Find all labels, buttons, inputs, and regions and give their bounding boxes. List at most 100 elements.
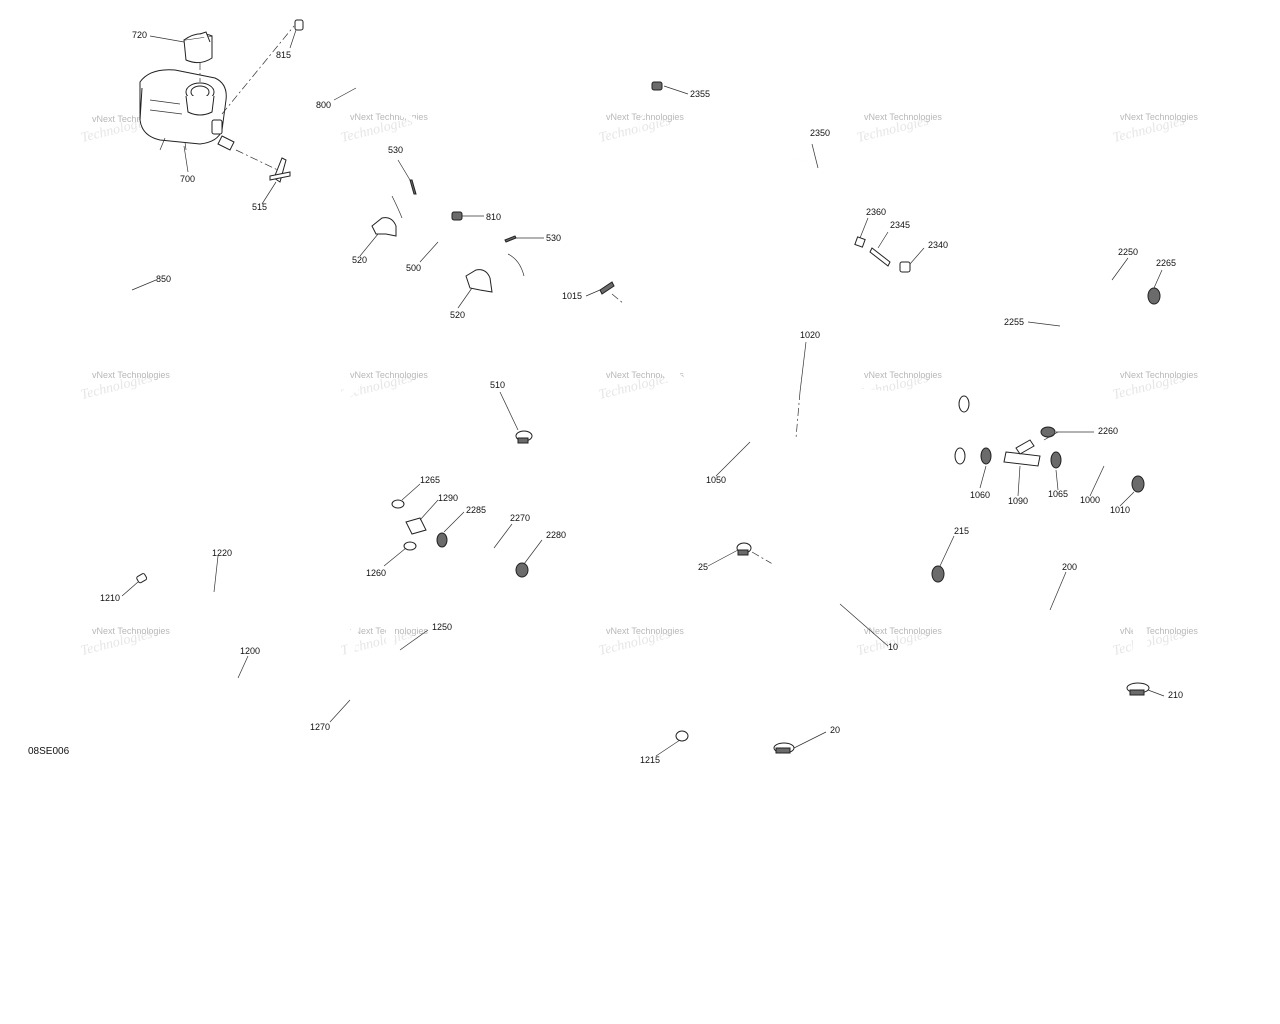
callout-2340[interactable]: 2340 <box>928 240 948 250</box>
callout-1250[interactable]: 1250 <box>432 622 452 632</box>
clamp-215[interactable] <box>931 565 945 583</box>
hose-1050[interactable] <box>619 305 967 465</box>
callout-1270[interactable]: 1270 <box>310 722 330 732</box>
clamp-815[interactable] <box>294 19 304 31</box>
callout-2345[interactable]: 2345 <box>890 220 910 230</box>
fitting-2360[interactable] <box>854 236 866 248</box>
fitting-1290[interactable] <box>405 517 427 535</box>
clamp-25[interactable] <box>736 542 752 556</box>
callout-1200[interactable]: 1200 <box>240 646 260 656</box>
hose-2350[interactable] <box>639 99 851 241</box>
hose-1000[interactable] <box>1074 452 1130 480</box>
callout-1290[interactable]: 1290 <box>438 493 458 503</box>
callout-500[interactable]: 500 <box>406 263 421 273</box>
clamp-1010[interactable] <box>1131 475 1145 493</box>
watermark-text: vNext Technologies <box>92 370 170 380</box>
callout-1215[interactable]: 1215 <box>640 755 660 765</box>
callout-1050[interactable]: 1050 <box>706 475 726 485</box>
callout-2350[interactable]: 2350 <box>810 128 830 138</box>
callout-530[interactable]: 530 <box>388 145 403 155</box>
callout-815[interactable]: 815 <box>276 50 291 60</box>
callout-520-b[interactable]: 520 <box>450 310 465 320</box>
callout-1010[interactable]: 1010 <box>1110 505 1130 515</box>
screw-530b[interactable] <box>504 235 517 243</box>
callout-1260[interactable]: 1260 <box>366 568 386 578</box>
clamp-1260[interactable] <box>403 541 417 551</box>
callout-25[interactable]: 25 <box>698 562 708 572</box>
clamp-2285[interactable] <box>436 532 448 548</box>
callout-2250[interactable]: 2250 <box>1118 247 1138 257</box>
callout-1090[interactable]: 1090 <box>1008 496 1028 506</box>
hose-1220[interactable] <box>141 379 361 607</box>
callout-2280[interactable]: 2280 <box>546 530 566 540</box>
callout-810[interactable]: 810 <box>486 212 501 222</box>
clamp-210[interactable] <box>1126 682 1150 696</box>
fitting-2340[interactable] <box>899 261 911 273</box>
fitting-2345[interactable] <box>869 247 891 267</box>
hose-1020[interactable] <box>645 265 971 413</box>
callout-1210[interactable]: 1210 <box>100 593 120 603</box>
callout-210[interactable]: 210 <box>1168 690 1183 700</box>
screw-530[interactable] <box>409 179 417 195</box>
plug-1210[interactable] <box>136 573 148 584</box>
clamp-1215[interactable] <box>675 730 689 742</box>
callout-215[interactable]: 215 <box>954 526 969 536</box>
callout-20[interactable]: 20 <box>830 725 840 735</box>
coolant-reservoir[interactable] <box>139 69 235 151</box>
callout-1020[interactable]: 1020 <box>800 330 820 340</box>
callout-10[interactable]: 10 <box>888 642 898 652</box>
watermark: Technologies vNext Technologies <box>855 112 942 146</box>
hose-1270[interactable] <box>346 592 580 734</box>
bracket-520[interactable] <box>371 217 397 237</box>
callout-2270[interactable]: 2270 <box>510 513 530 523</box>
callout-1060[interactable]: 1060 <box>970 490 990 500</box>
fitting-515[interactable] <box>269 157 291 183</box>
callout-2355[interactable]: 2355 <box>690 89 710 99</box>
clamp-2260[interactable] <box>1040 426 1056 438</box>
callout-1015[interactable]: 1015 <box>562 291 582 301</box>
callout-1265[interactable]: 1265 <box>420 475 440 485</box>
hose-2250[interactable] <box>1061 277 1141 415</box>
bracket-520b[interactable] <box>465 269 493 293</box>
callout-700[interactable]: 700 <box>180 174 195 184</box>
callout-200[interactable]: 200 <box>1062 562 1077 572</box>
clamp-2265[interactable] <box>1147 287 1161 305</box>
fitting-1090[interactable] <box>1003 439 1041 467</box>
nut-2355[interactable] <box>651 81 663 91</box>
clamp-2280[interactable] <box>515 562 529 578</box>
callout-2255[interactable]: 2255 <box>1004 317 1024 327</box>
assembly-line <box>221 25 295 115</box>
callout-530-b[interactable]: 530 <box>546 233 561 243</box>
hose-2270[interactable] <box>462 540 510 570</box>
hose-10[interactable] <box>770 560 914 738</box>
callout-800[interactable]: 800 <box>316 100 331 110</box>
reservoir-cap[interactable] <box>183 31 213 64</box>
hose-500[interactable] <box>293 179 578 427</box>
callout-520[interactable]: 520 <box>352 255 367 265</box>
callout-515[interactable]: 515 <box>252 202 267 212</box>
callout-2265[interactable]: 2265 <box>1156 258 1176 268</box>
clamp-1065[interactable] <box>1050 451 1062 469</box>
callout-1220[interactable]: 1220 <box>212 548 232 558</box>
clamp-1265[interactable] <box>391 499 405 509</box>
callout-1000[interactable]: 1000 <box>1080 495 1100 505</box>
callout-510[interactable]: 510 <box>490 380 505 390</box>
callout-850[interactable]: 850 <box>156 274 171 284</box>
callout-720[interactable]: 720 <box>132 30 147 40</box>
clamp-20[interactable] <box>773 742 795 754</box>
callout-2285[interactable]: 2285 <box>466 505 486 515</box>
watermark-text: vNext Technologies <box>350 370 428 380</box>
callout-1065[interactable]: 1065 <box>1048 489 1068 499</box>
hose-800[interactable] <box>319 37 486 217</box>
hose-200[interactable] <box>957 583 1147 673</box>
clamp-510[interactable] <box>515 430 533 444</box>
callout-2360[interactable]: 2360 <box>866 207 886 217</box>
fitting-1015[interactable] <box>599 281 615 295</box>
callout-2260[interactable]: 2260 <box>1098 426 1118 436</box>
clamp-1060[interactable] <box>980 447 992 465</box>
clamp-810[interactable] <box>451 211 463 221</box>
hose-2255[interactable] <box>1033 275 1072 387</box>
overflow-hose-850[interactable] <box>116 132 138 324</box>
hose-1200[interactable] <box>145 464 399 691</box>
hose-1250[interactable] <box>385 556 680 728</box>
